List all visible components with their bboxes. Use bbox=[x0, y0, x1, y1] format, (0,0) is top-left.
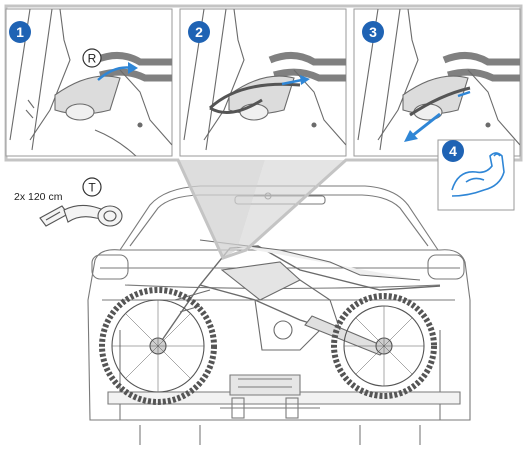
step-3-number: 3 bbox=[369, 24, 377, 40]
step-3-panel: 3 bbox=[353, 8, 521, 157]
step-3-badge bbox=[362, 21, 384, 43]
car-body bbox=[87, 185, 471, 445]
strap-part: 2x 120 cm T bbox=[14, 177, 123, 227]
strap-quantity-label: 2x 120 cm bbox=[14, 191, 63, 203]
car-rear-with-motorbike-illustration bbox=[87, 185, 471, 445]
front-wheel bbox=[99, 287, 217, 405]
step-2-panel: 2 bbox=[179, 8, 347, 157]
step-2-badge bbox=[188, 21, 210, 43]
bike-carrier bbox=[107, 374, 461, 419]
strap-icon bbox=[39, 204, 123, 227]
step-1-panel: R 1 bbox=[5, 8, 173, 157]
part-label-r: R bbox=[88, 52, 97, 66]
rear-wheel bbox=[331, 293, 437, 399]
step-4-panel: 4 bbox=[437, 139, 515, 211]
motorbike-frame bbox=[157, 239, 441, 356]
step-2-number: 2 bbox=[195, 24, 203, 40]
callout-frame bbox=[4, 4, 523, 260]
step-4-number: 4 bbox=[449, 143, 457, 159]
step-1-number: 1 bbox=[16, 24, 24, 40]
step-4-badge bbox=[442, 140, 464, 162]
flexed-arm-icon bbox=[451, 152, 505, 197]
part-label-t: T bbox=[88, 181, 96, 195]
step-1-badge bbox=[9, 21, 31, 43]
